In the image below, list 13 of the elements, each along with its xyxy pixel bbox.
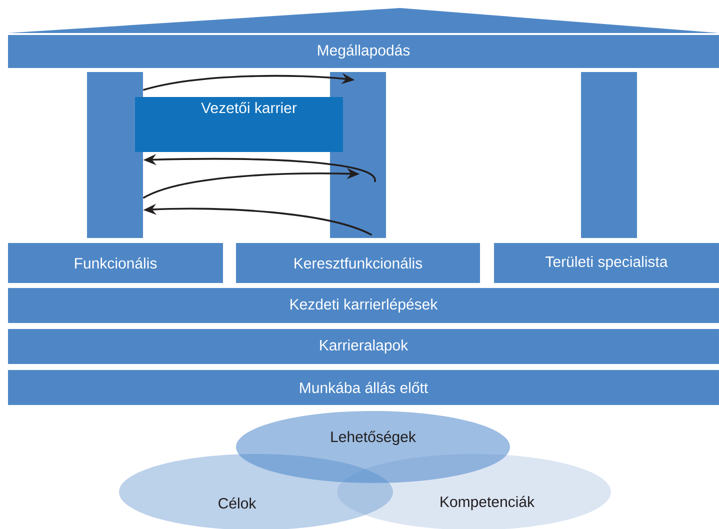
ellipse-label: Célok	[218, 497, 256, 509]
ellipse-label: Lehetőségek	[331, 430, 416, 446]
band: Karrieralapok	[8, 329, 719, 364]
band: Funkcionális	[8, 243, 223, 283]
pillar	[581, 72, 637, 238]
highlight-box: Vezetői karrier	[135, 97, 343, 152]
band: Kezdeti karrierlépések	[8, 288, 719, 323]
band: Területi specialista	[494, 243, 719, 283]
band: Keresztfunkcionális	[236, 243, 480, 283]
band: Megállapodás	[8, 35, 719, 68]
ellipse-label: Kompetenciák	[440, 496, 535, 510]
pillar	[87, 72, 143, 238]
band: Munkába állás előtt	[8, 370, 719, 405]
